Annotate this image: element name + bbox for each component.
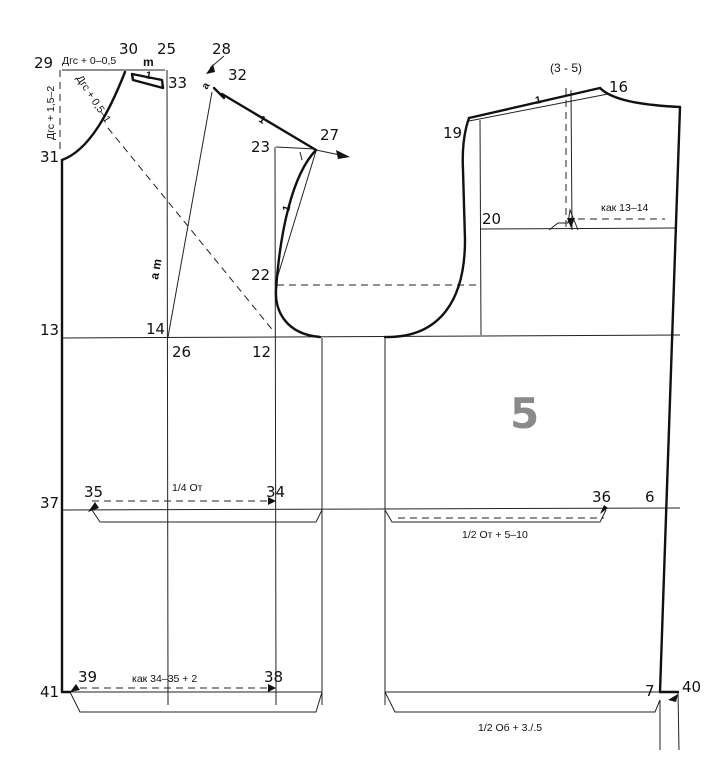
point-38: 38 — [264, 668, 283, 686]
point-6: 6 — [645, 488, 655, 506]
point-39: 39 — [78, 668, 97, 686]
point-23: 23 — [251, 138, 270, 156]
point-19: 19 — [443, 124, 462, 142]
point-31: 31 — [40, 148, 59, 166]
point-20: 20 — [482, 210, 501, 228]
point-30: 30 — [119, 40, 138, 58]
arrow-36 — [600, 505, 608, 514]
one-label-d: 1 — [534, 94, 542, 107]
one-label-a: 1 — [144, 69, 152, 82]
kak-13-14-label: как 13–14 — [601, 202, 649, 214]
construction-lines — [61, 69, 681, 751]
arrow-40 — [668, 694, 678, 702]
neck-width-formula: Дгс + 0–0,5 — [62, 55, 116, 67]
dashed-lines — [59, 70, 665, 713]
m-top-label: m — [143, 55, 154, 69]
point-35: 35 — [84, 483, 103, 501]
one-label-c: 1 — [280, 204, 293, 213]
point-37: 37 — [40, 494, 59, 512]
point-7: 7 — [645, 682, 655, 700]
point-12: 12 — [252, 343, 271, 361]
point-33: 33 — [168, 74, 187, 92]
point-27: 27 — [320, 126, 339, 144]
point-32: 32 — [228, 66, 247, 84]
point-22: 22 — [251, 266, 270, 284]
point-25: 25 — [157, 40, 176, 58]
arrow-shoulder-27 — [336, 150, 350, 159]
kak-34-35-label: как 34–35 + 2 — [132, 673, 197, 685]
arrow-dart — [567, 218, 575, 228]
point-26: 26 — [172, 343, 191, 361]
point-41: 41 — [40, 683, 59, 701]
half-ot-label: 1/2 От + 5–10 — [462, 529, 528, 541]
neck-diagonal-formula: Дгс + 0,5–1 — [73, 73, 113, 125]
arrow-34 — [268, 497, 276, 505]
quarter-ot-label: 1/4 От — [172, 482, 203, 494]
arrow-38 — [268, 684, 276, 692]
back-shoulder-formula: (3 - 5) — [550, 61, 582, 75]
arrow-28 — [206, 64, 215, 74]
a-m-label: a m — [147, 258, 164, 281]
point-16: 16 — [609, 78, 628, 96]
half-ob-label: 1/2 Об + 3./.5 — [478, 722, 542, 734]
arrow-35 — [88, 502, 99, 512]
point-28: 28 — [212, 40, 231, 58]
point-34: 34 — [266, 483, 285, 501]
point-29: 29 — [34, 54, 53, 72]
point-36: 36 — [592, 488, 611, 506]
arrow-marks — [70, 55, 678, 702]
point-40: 40 — [682, 678, 701, 696]
one-label-b: 1 — [256, 113, 267, 126]
figure-number: 5 — [510, 389, 539, 438]
point-labels: 29 30 25 28 32 33 31 23 27 22 13 14 26 1… — [34, 40, 701, 701]
a-label: a — [199, 80, 212, 91]
arrow-39 — [70, 684, 80, 692]
neck-depth-formula: Дгс + 1,5–2 — [45, 86, 57, 140]
point-14: 14 — [146, 320, 165, 338]
point-13: 13 — [40, 321, 59, 339]
bold-contour — [60, 70, 682, 694]
